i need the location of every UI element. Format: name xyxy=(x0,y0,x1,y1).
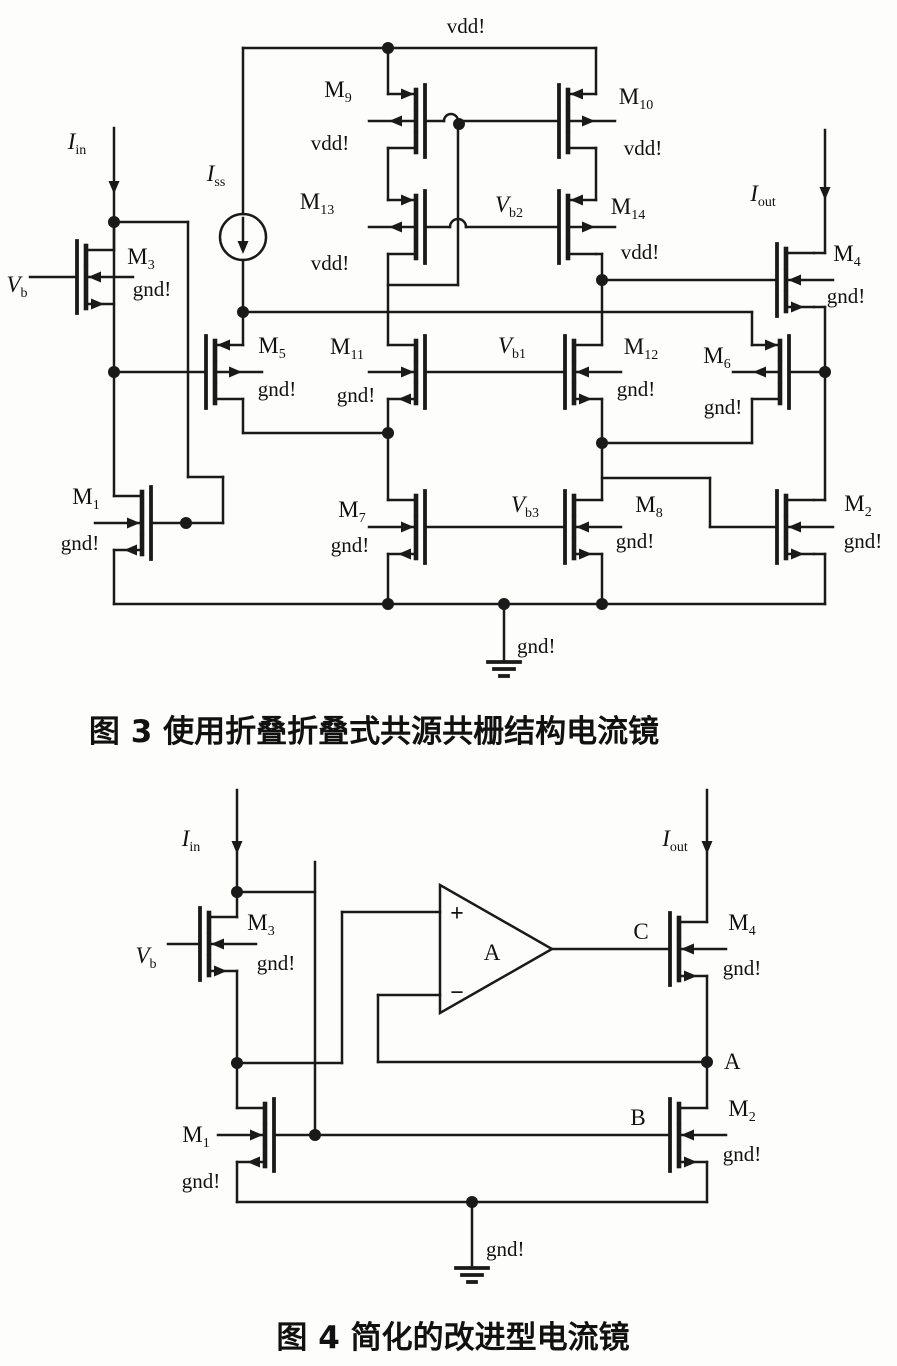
label-figure3-transistors-m12-bulk: gnd! xyxy=(617,377,656,401)
label-figure3-transistors-m1-bulk: gnd! xyxy=(61,531,100,555)
label-figure4-transistors-m2-bulk: gnd! xyxy=(723,1142,762,1166)
mosfet-symbol-m3 xyxy=(198,906,258,982)
mosfet-symbol-m9 xyxy=(367,83,427,159)
ground-icon xyxy=(454,1266,490,1284)
label-figure4-nodes-a: A xyxy=(724,1049,741,1074)
label-figure3-transistors-m2: M2 xyxy=(844,491,871,520)
label-figure4-nodes-c: C xyxy=(633,919,648,944)
label-figure3-transistors-m7: M7 xyxy=(338,497,365,526)
mosfet-symbol-m3 xyxy=(75,239,135,315)
label-figure3-transistors-m8-bulk: gnd! xyxy=(616,529,655,553)
mosfet-symbol-m14 xyxy=(557,189,617,265)
wire-hop-arc xyxy=(448,217,468,229)
label-figure4-currents-iin: Iin xyxy=(181,826,201,855)
label-figure3-transistors-m5: M5 xyxy=(258,333,285,362)
mosfet-symbol-m4 xyxy=(668,911,728,987)
label-figure3-transistors-m3-bulk: gnd! xyxy=(133,277,172,301)
label-figure3-caption: 图 3 使用折叠折叠式共源共栅结构电流镜 xyxy=(89,714,659,750)
mosfet-symbol-m4 xyxy=(775,242,835,318)
label-figure4-nodes-b: B xyxy=(630,1105,645,1130)
label-figure3-transistors-m11: M11 xyxy=(330,334,364,363)
label-figure4-transistors-m4: M4 xyxy=(728,910,755,939)
label-figure3-transistors-m3: M3 xyxy=(127,244,154,273)
label-figure3-transistors-m5-bulk: gnd! xyxy=(258,377,297,401)
mosfet-symbol-m7 xyxy=(367,489,427,565)
label-figure3-transistors-m1: M1 xyxy=(72,484,99,513)
label-figure4-transistors-m1-bulk: gnd! xyxy=(182,1169,221,1193)
label-figure3-transistors-m13-bulk: vdd! xyxy=(311,251,350,275)
label-figure3-bias-vb2: Vb2 xyxy=(495,192,523,221)
label-figure4-transistors-m1: M1 xyxy=(182,1122,209,1151)
label-figure4-gnd_label: gnd! xyxy=(486,1237,525,1261)
label-figure3-transistors-m11-bulk: gnd! xyxy=(337,383,376,407)
mosfet-symbol-m1 xyxy=(216,1097,276,1173)
label-figure3-supply-vdd: vdd! xyxy=(447,14,486,38)
label-figure3-transistors-m8: M8 xyxy=(635,492,662,521)
label-figure3-transistors-m14: M14 xyxy=(611,194,645,223)
label-figure3-transistors-m10: M10 xyxy=(619,84,653,113)
label-figure3-transistors-m6: M6 xyxy=(703,343,730,372)
label-figure4-opamp-minus: − xyxy=(450,980,464,1006)
opamp-symbol xyxy=(438,882,555,1016)
label-figure3-transistors-m13: M13 xyxy=(300,189,334,218)
label-figure3-transistors-m14-bulk: vdd! xyxy=(621,240,660,264)
label-figure3-transistors-m12: M12 xyxy=(624,334,658,363)
label-figure4-opamp-plus: + xyxy=(450,901,464,927)
label-figure3-gnd_label: gnd! xyxy=(517,634,556,658)
label-figure3-currents-iin: Iin xyxy=(67,129,87,158)
label-figure3-transistors-m9: M9 xyxy=(324,77,351,106)
label-figure3-currents-iout: Iout xyxy=(749,181,776,210)
label-figure3-transistors-m2-bulk: gnd! xyxy=(844,529,883,553)
label-figure3-transistors-m4-bulk: gnd! xyxy=(827,284,866,308)
label-figure3-bias-vb: Vb xyxy=(6,272,27,301)
label-figure4-transistors-m3-bulk: gnd! xyxy=(257,951,296,975)
mosfet-symbol-m13 xyxy=(367,189,427,265)
mosfet-symbol-m6 xyxy=(731,334,791,410)
label-figure3-transistors-m6-bulk: gnd! xyxy=(704,395,743,419)
mosfet-symbol-m11 xyxy=(367,334,427,410)
label-figure3-bias-vb1: Vb1 xyxy=(498,333,526,362)
mosfet-symbol-m8 xyxy=(563,489,623,565)
label-figure3-transistors-m10-bulk: vdd! xyxy=(624,136,663,160)
mosfet-symbol-m10 xyxy=(557,83,617,159)
mosfet-symbol-m2 xyxy=(775,489,835,565)
label-figure4-transistors-m3: M3 xyxy=(247,910,274,939)
label-figure3-currents-iss: Iss xyxy=(206,161,226,190)
mosfet-symbol-m2 xyxy=(668,1097,728,1173)
label-figure4-bias-vb: Vb xyxy=(135,943,156,972)
label-figure4-transistors-m2: M2 xyxy=(728,1096,755,1125)
label-figure3-bias-vb3: Vb3 xyxy=(511,492,539,521)
label-figure3-transistors-m7-bulk: gnd! xyxy=(331,533,370,557)
current-source-icon xyxy=(218,212,268,262)
label-figure3-transistors-m4: M4 xyxy=(833,241,860,270)
mosfet-symbol-m1 xyxy=(93,485,153,561)
mosfet-symbol-m5 xyxy=(204,334,264,410)
label-figure4-opamp-gain: A xyxy=(484,940,501,965)
ground-icon xyxy=(486,660,522,678)
label-figure4-currents-iout: Iout xyxy=(661,826,688,855)
label-figure4-transistors-m4-bulk: gnd! xyxy=(723,956,762,980)
label-figure4-caption: 图 4 简化的改进型电流镜 xyxy=(276,1320,629,1356)
mosfet-symbol-m12 xyxy=(563,334,623,410)
label-figure3-transistors-m9-bulk: vdd! xyxy=(311,131,350,155)
